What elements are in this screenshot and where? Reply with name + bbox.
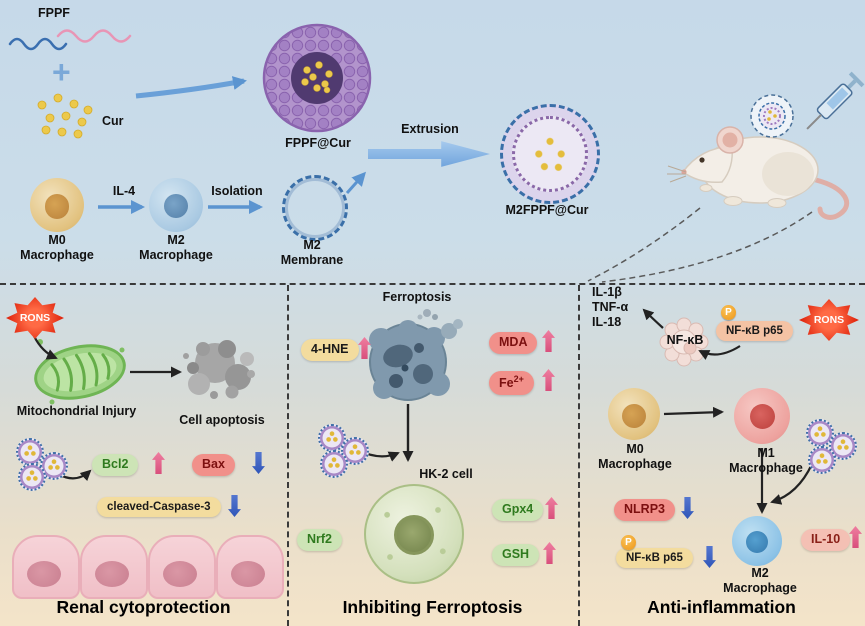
hne-pill: 4-HNE [301,339,359,361]
m2-line1: M2 [751,566,769,580]
renal-cell [12,535,80,599]
cytokine-list: IL-1β TNF-α IL-18 [592,285,628,330]
nfkb-p65-pill: NF-κB p65 [716,321,793,342]
mouse-illustration [667,126,850,220]
cur-dots-icon [37,93,93,139]
panel-divider-2 [578,285,580,626]
ferroptosis-panel-title: Inhibiting Ferroptosis [342,597,523,617]
isolation-label: Isolation [211,184,263,198]
il18-label: IL-18 [592,315,622,329]
dashed-leader-lines [587,207,813,283]
assembly-arrow [135,76,247,99]
ferroptosis-header: Ferroptosis [382,290,452,304]
cleaved-caspase3-pill: cleaved-Caspase-3 [97,497,221,518]
membrane-line2: Membrane [280,253,344,267]
m2-macrophage-label-2: M2 Macrophage [714,566,806,596]
m1-line1: M1 [757,446,775,460]
cur-label: Cur [102,114,124,128]
hk2-cell [364,484,464,584]
phospho-badge: P [721,305,736,320]
panel-divider-1 [287,285,289,626]
gpx4-pill: Gpx4 [492,499,544,521]
fppf-label: FPPF [38,6,70,20]
m1-line2: Macrophage [729,461,803,475]
nfkb-label: NF-κB [666,333,704,347]
m0-line2: Macrophage [20,248,94,262]
rons-badge-2: RONS [799,299,859,341]
m2-macrophage-cell [149,178,203,232]
nlrp3-pill: NLRP3 [614,499,675,521]
m0-macrophage-label: M0 Macrophage [12,233,102,263]
fppf-polymer-waves [8,29,132,51]
m0-line1: M0 [48,233,66,247]
fe-superscript: 2+ [513,374,524,384]
ferroptotic-cell-icon [369,309,463,401]
tnfa-label: TNF-α [592,300,629,314]
m1-macrophage-cell [734,388,790,444]
m0-macrophage-label-2: M0 Macrophage [589,442,681,472]
m2-line2: Macrophage [139,248,213,262]
plus-sign: + [52,54,71,90]
nanoparticle-icon [806,419,834,447]
fppf-cur-nanoparticle [262,23,372,133]
nanoparticle-icon [18,463,46,491]
m0-line1: M0 [626,442,644,456]
phospho-badge-2: P [621,535,636,550]
renal-panel-title: Renal cytoprotection [56,597,231,617]
nanoparticle-inset [750,94,794,138]
nfkb-p65-pill-2: NF-κB p65 [616,548,693,569]
section-divider-horizontal [0,283,865,285]
renal-cell [148,535,216,599]
fe2-pill: Fe2+ [489,371,534,395]
cell-apoptosis-label: Cell apoptosis [179,413,265,427]
mitochondrial-injury-label: Mitochondrial Injury [16,404,137,418]
renal-cell [216,535,284,599]
gsh-pill: GSH [492,544,540,566]
rons-badge: RONS [6,297,64,339]
m2-membrane-circle [282,175,348,241]
rons-text-2: RONS [813,314,845,326]
bax-pill: Bax [192,454,235,476]
renal-cell [80,535,148,599]
m2-line2: Macrophage [723,581,797,595]
m2-macrophage-cell-2 [732,516,782,566]
extrusion-label: Extrusion [401,122,459,136]
nanoparticle-icon [40,452,68,480]
m2-macrophage-label: M2 Macrophage [131,233,221,263]
mda-pill: MDA [489,332,538,354]
membrane-line1: M2 [303,238,321,252]
fe-base: Fe [499,376,514,391]
m0-line2: Macrophage [598,457,672,471]
m2fppf-cur-nanoparticle [500,104,600,204]
il4-label: IL-4 [112,184,136,198]
hk2-cell-label: HK-2 cell [419,467,473,481]
syringe-icon [806,71,865,130]
nanoparticle-icon [808,446,836,474]
bcl2-pill: Bcl2 [92,454,139,476]
m2-line1: M2 [167,233,185,247]
m2fppf-cur-core [512,116,588,192]
nanoparticle-icon [320,450,348,478]
membrane-to-extrusion-arrow [345,171,367,195]
rons-text: RONS [19,312,51,324]
nrf2-pill: Nrf2 [297,529,343,551]
fppf-cur-label: FPPF@Cur [285,136,351,150]
apoptotic-cell-icon [183,340,255,399]
m2-membrane-label: M2 Membrane [267,238,357,268]
inflammation-panel-title: Anti-inflammation [647,597,796,617]
m0-macrophage-cell-2 [608,388,660,440]
nanoparticle-icon [16,438,44,466]
m0-macrophage-cell [30,178,84,232]
mitochondria-icon [34,344,126,400]
m2fppf-cur-label: M2FPPF@Cur [505,203,589,217]
il10-pill: IL-10 [801,529,851,551]
il1b-label: IL-1β [592,285,622,299]
m1-macrophage-label: M1 Macrophage [720,446,812,476]
